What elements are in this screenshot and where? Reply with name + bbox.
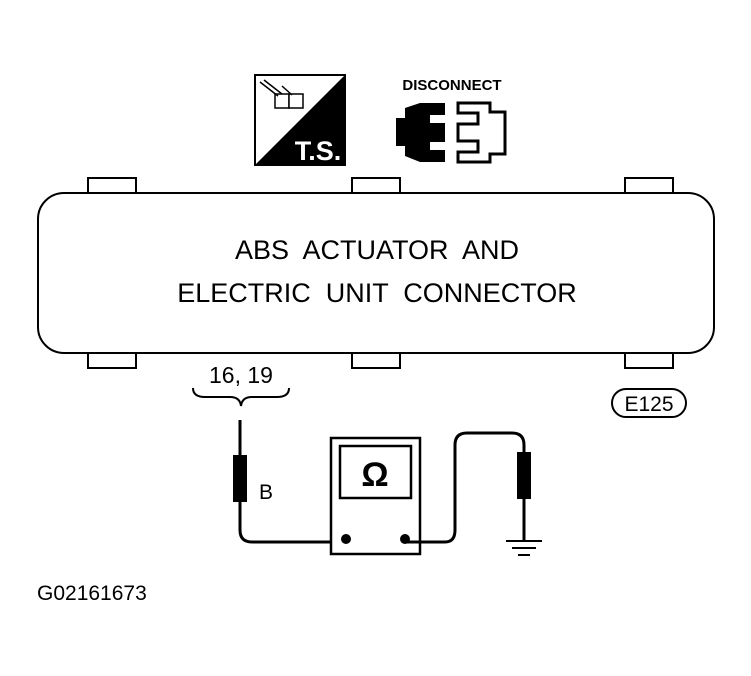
probe-lead-right	[405, 431, 531, 544]
ground-icon	[506, 540, 542, 556]
connector-code: E125	[624, 393, 673, 416]
terminal-brace	[192, 387, 290, 407]
connector-male-icon	[456, 101, 507, 164]
ohmmeter: Ω	[329, 436, 422, 556]
connector-title-line2: ELECTRIC UNIT CONNECTOR	[177, 278, 577, 308]
probe-lead-left	[233, 420, 346, 544]
terminal-numbers: 16, 19	[209, 362, 273, 388]
connector-title-line1: ABS ACTUATOR AND	[235, 235, 519, 265]
wire-color-label: B	[259, 481, 273, 504]
connector-body	[37, 192, 715, 354]
figure-id: G02161673	[37, 582, 147, 605]
connector-tool-icon	[259, 79, 304, 109]
abs-connector: ABS ACTUATOR AND ELECTRIC UNIT CONNECTOR	[37, 177, 715, 369]
connector-code-badge: E125	[611, 388, 687, 418]
disconnect-label: DISCONNECT	[402, 77, 501, 94]
disconnect-icon: DISCONNECT	[396, 77, 507, 164]
ts-label: T.S.	[295, 136, 342, 166]
meter-terminal-left	[341, 534, 351, 544]
ts-icon: T.S.	[254, 74, 346, 166]
ohmmeter-display	[338, 444, 413, 500]
ohm-icon: Ω	[361, 456, 388, 494]
connector-female-icon	[396, 103, 452, 162]
